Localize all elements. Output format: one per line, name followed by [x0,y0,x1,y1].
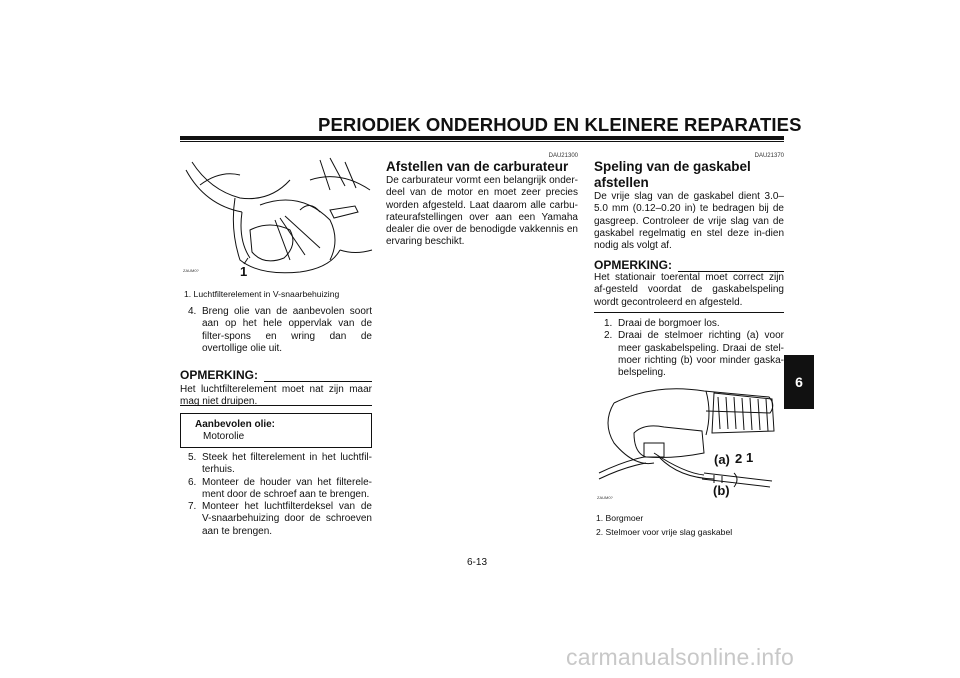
note-heading: OPMERKING: [180,368,372,382]
label-b: (b) [713,483,730,498]
recommended-oil-box: Aanbevolen olie: Motorolie [180,413,372,448]
note-title: OPMERKING: [594,258,672,272]
step-number: 6. [188,476,197,488]
list-item: 2. Draai de stelmoer richting (a) voor m… [604,330,784,379]
section-heading-line1: Speling van de gaskabel [594,159,751,174]
step-number: 7. [188,501,197,513]
step-number: 4. [188,306,197,317]
step-text: Draai de stelmoer richting (a) voor meer… [618,330,784,379]
header-rule-thin [180,141,784,142]
page-title: PERIODIEK ONDERHOUD EN KLEINERE REPARATI… [318,114,802,135]
oil-value: Motorolie [203,431,245,442]
list-item: 1. Draai de borgmoer los. [604,318,784,330]
note-end-rule [180,405,372,406]
section-text: De carburateur vormt een belangrijk onde… [386,175,578,248]
section-heading: Afstellen van de carburateur [386,159,569,174]
step-text: Monteer het luchtfilterdeksel van de V-s… [202,501,372,537]
note-rule [678,261,784,272]
list-item: 6. Monteer de houder van het filterele-m… [188,477,372,502]
page-number: 6-13 [467,557,488,568]
oil-label: Aanbevolen olie: [195,419,276,430]
figure-caption-2: 2. Stelmoer voor vrije slag gaskabel [596,527,733,537]
label-a: (a) [714,452,730,467]
step-list: 1. Draai de borgmoer los. 2. Draai de st… [604,318,784,379]
step-list-4: 4. Breng olie van de aanbevolen soort aa… [188,306,372,355]
list-item: 5. Steek het filterelement in het luchtf… [188,452,372,477]
step-number: 5. [188,452,197,463]
note-heading: OPMERKING: [594,258,784,272]
note-rule [264,371,372,382]
label-2: 2 [735,451,742,466]
list-item: 4. Breng olie van de aanbevolen soort aa… [188,306,372,355]
figure-callout: 1 [240,264,247,279]
note-title: OPMERKING: [180,368,258,382]
watermark: carmanualsonline.info [566,644,794,670]
step-number: 1. [604,318,613,329]
step-number: 2. [604,330,613,342]
air-filter-illustration: ZAUM0? 1 [183,157,373,279]
figure-caption: 1. Luchtfilterelement in V-snaarbehuizin… [184,289,340,299]
step-list-5-7: 5. Steek het filterelement in het luchtf… [188,452,372,538]
step-text: Steek het filterelement in het luchtfil-… [202,452,372,476]
chapter-tab: 6 [784,355,814,409]
note-text: Het luchtfilterelement moet nat zijn maa… [180,384,372,408]
section-heading-line2: afstellen [594,175,649,190]
throttle-cable-illustration: (a) 2 1 (b) ZAUM0? [597,388,775,500]
note-text: Het stationair toerental moet correct zi… [594,272,784,308]
step-text: Draai de borgmoer los. [618,318,720,329]
figure-code: ZAUM0? [183,268,200,273]
step-text: Monteer de houder van het filterele-ment… [202,476,372,500]
figure-caption-1: 1. Borgmoer [596,513,644,523]
section-code: DAU21300 [548,153,578,159]
note-end-rule [594,312,784,313]
figure-code: ZAUM0? [597,495,614,500]
section-text: De vrije slag van de gaskabel dient 3.0–… [594,191,784,252]
list-item: 7. Monteer het luchtfilterdeksel van de … [188,501,372,538]
step-text: Breng olie van de aanbevolen soort aan o… [202,306,372,354]
header-rule [180,136,784,140]
section-code: DAU21370 [754,153,784,159]
label-1: 1 [746,450,753,465]
